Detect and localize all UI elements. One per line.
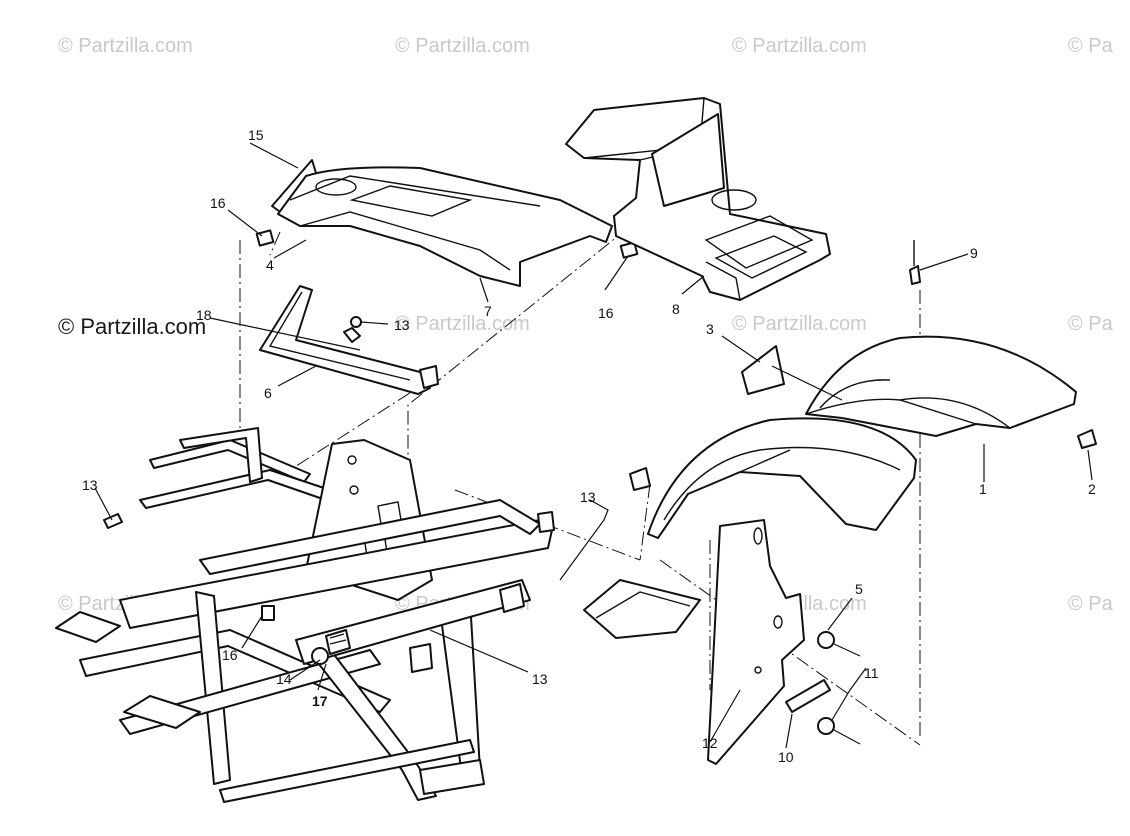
callout-6: 6 [264, 385, 272, 401]
watermark-2: © Partzilla.com [395, 35, 530, 57]
callout-13-left: 13 [82, 477, 98, 493]
hardware-nuts [817, 631, 861, 745]
callout-17: 17 [312, 693, 328, 709]
part-3-decal [741, 345, 785, 395]
callout-12: 12 [702, 735, 718, 751]
watermark-4: © Partzilla.com [395, 313, 530, 335]
callout-13-mid: 13 [394, 317, 410, 333]
callout-16-mid: 16 [598, 305, 614, 321]
callout-13-right: 13 [580, 489, 596, 505]
watermark-5: © Partzilla.com [732, 313, 867, 335]
callout-13-bottom: 13 [532, 671, 548, 687]
callout-16-low: 16 [222, 647, 238, 663]
part-13-bolt-fender [629, 467, 651, 491]
part-13-screw-upper [350, 316, 389, 328]
part-16-clips [255, 229, 639, 621]
part-1-rear-fender [805, 335, 1077, 437]
watermark-overlay: © Partzilla.com [58, 314, 206, 339]
callout-3-right: 3 [706, 321, 714, 337]
part-10-plate [785, 679, 831, 713]
callout-4: 4 [266, 257, 274, 273]
part-14-17-components [311, 629, 351, 665]
part-9-bolt [909, 240, 921, 285]
watermark-3: © Partzilla.com [732, 35, 867, 57]
watermark-1: © Partzilla.com [58, 35, 193, 57]
part-8-rear-cab [565, 97, 831, 301]
callout-1: 1 [979, 481, 987, 497]
watermark-edge-top: © Pa [1068, 35, 1114, 57]
callout-15: 15 [248, 127, 264, 143]
callout-14: 14 [276, 671, 292, 687]
callout-8: 8 [672, 301, 680, 317]
callout-2: 2 [1088, 481, 1096, 497]
front-fender [647, 417, 917, 539]
callout-10: 10 [778, 749, 794, 765]
callout-9: 9 [970, 245, 978, 261]
watermark-edge-mid: © Pa [1068, 313, 1114, 335]
callout-18: 18 [196, 307, 212, 323]
callout-11: 11 [864, 665, 879, 681]
part-2-decal [1077, 429, 1097, 449]
leader-lines [94, 142, 1093, 749]
chassis-frame [55, 427, 555, 803]
part-13-screw-left [103, 513, 123, 529]
skid-plate [583, 579, 701, 639]
callout-5: 5 [855, 581, 863, 597]
callout-16-top: 16 [210, 195, 226, 211]
part-7-front-cab [277, 166, 613, 287]
part-6-bracket [259, 285, 439, 395]
callout-7: 7 [484, 303, 492, 319]
callout-labels: 15 16 4 13 7 6 16 8 9 3 1 2 13 5 11 10 1… [82, 127, 1096, 765]
watermark-edge-low: © Pa [1068, 593, 1114, 615]
